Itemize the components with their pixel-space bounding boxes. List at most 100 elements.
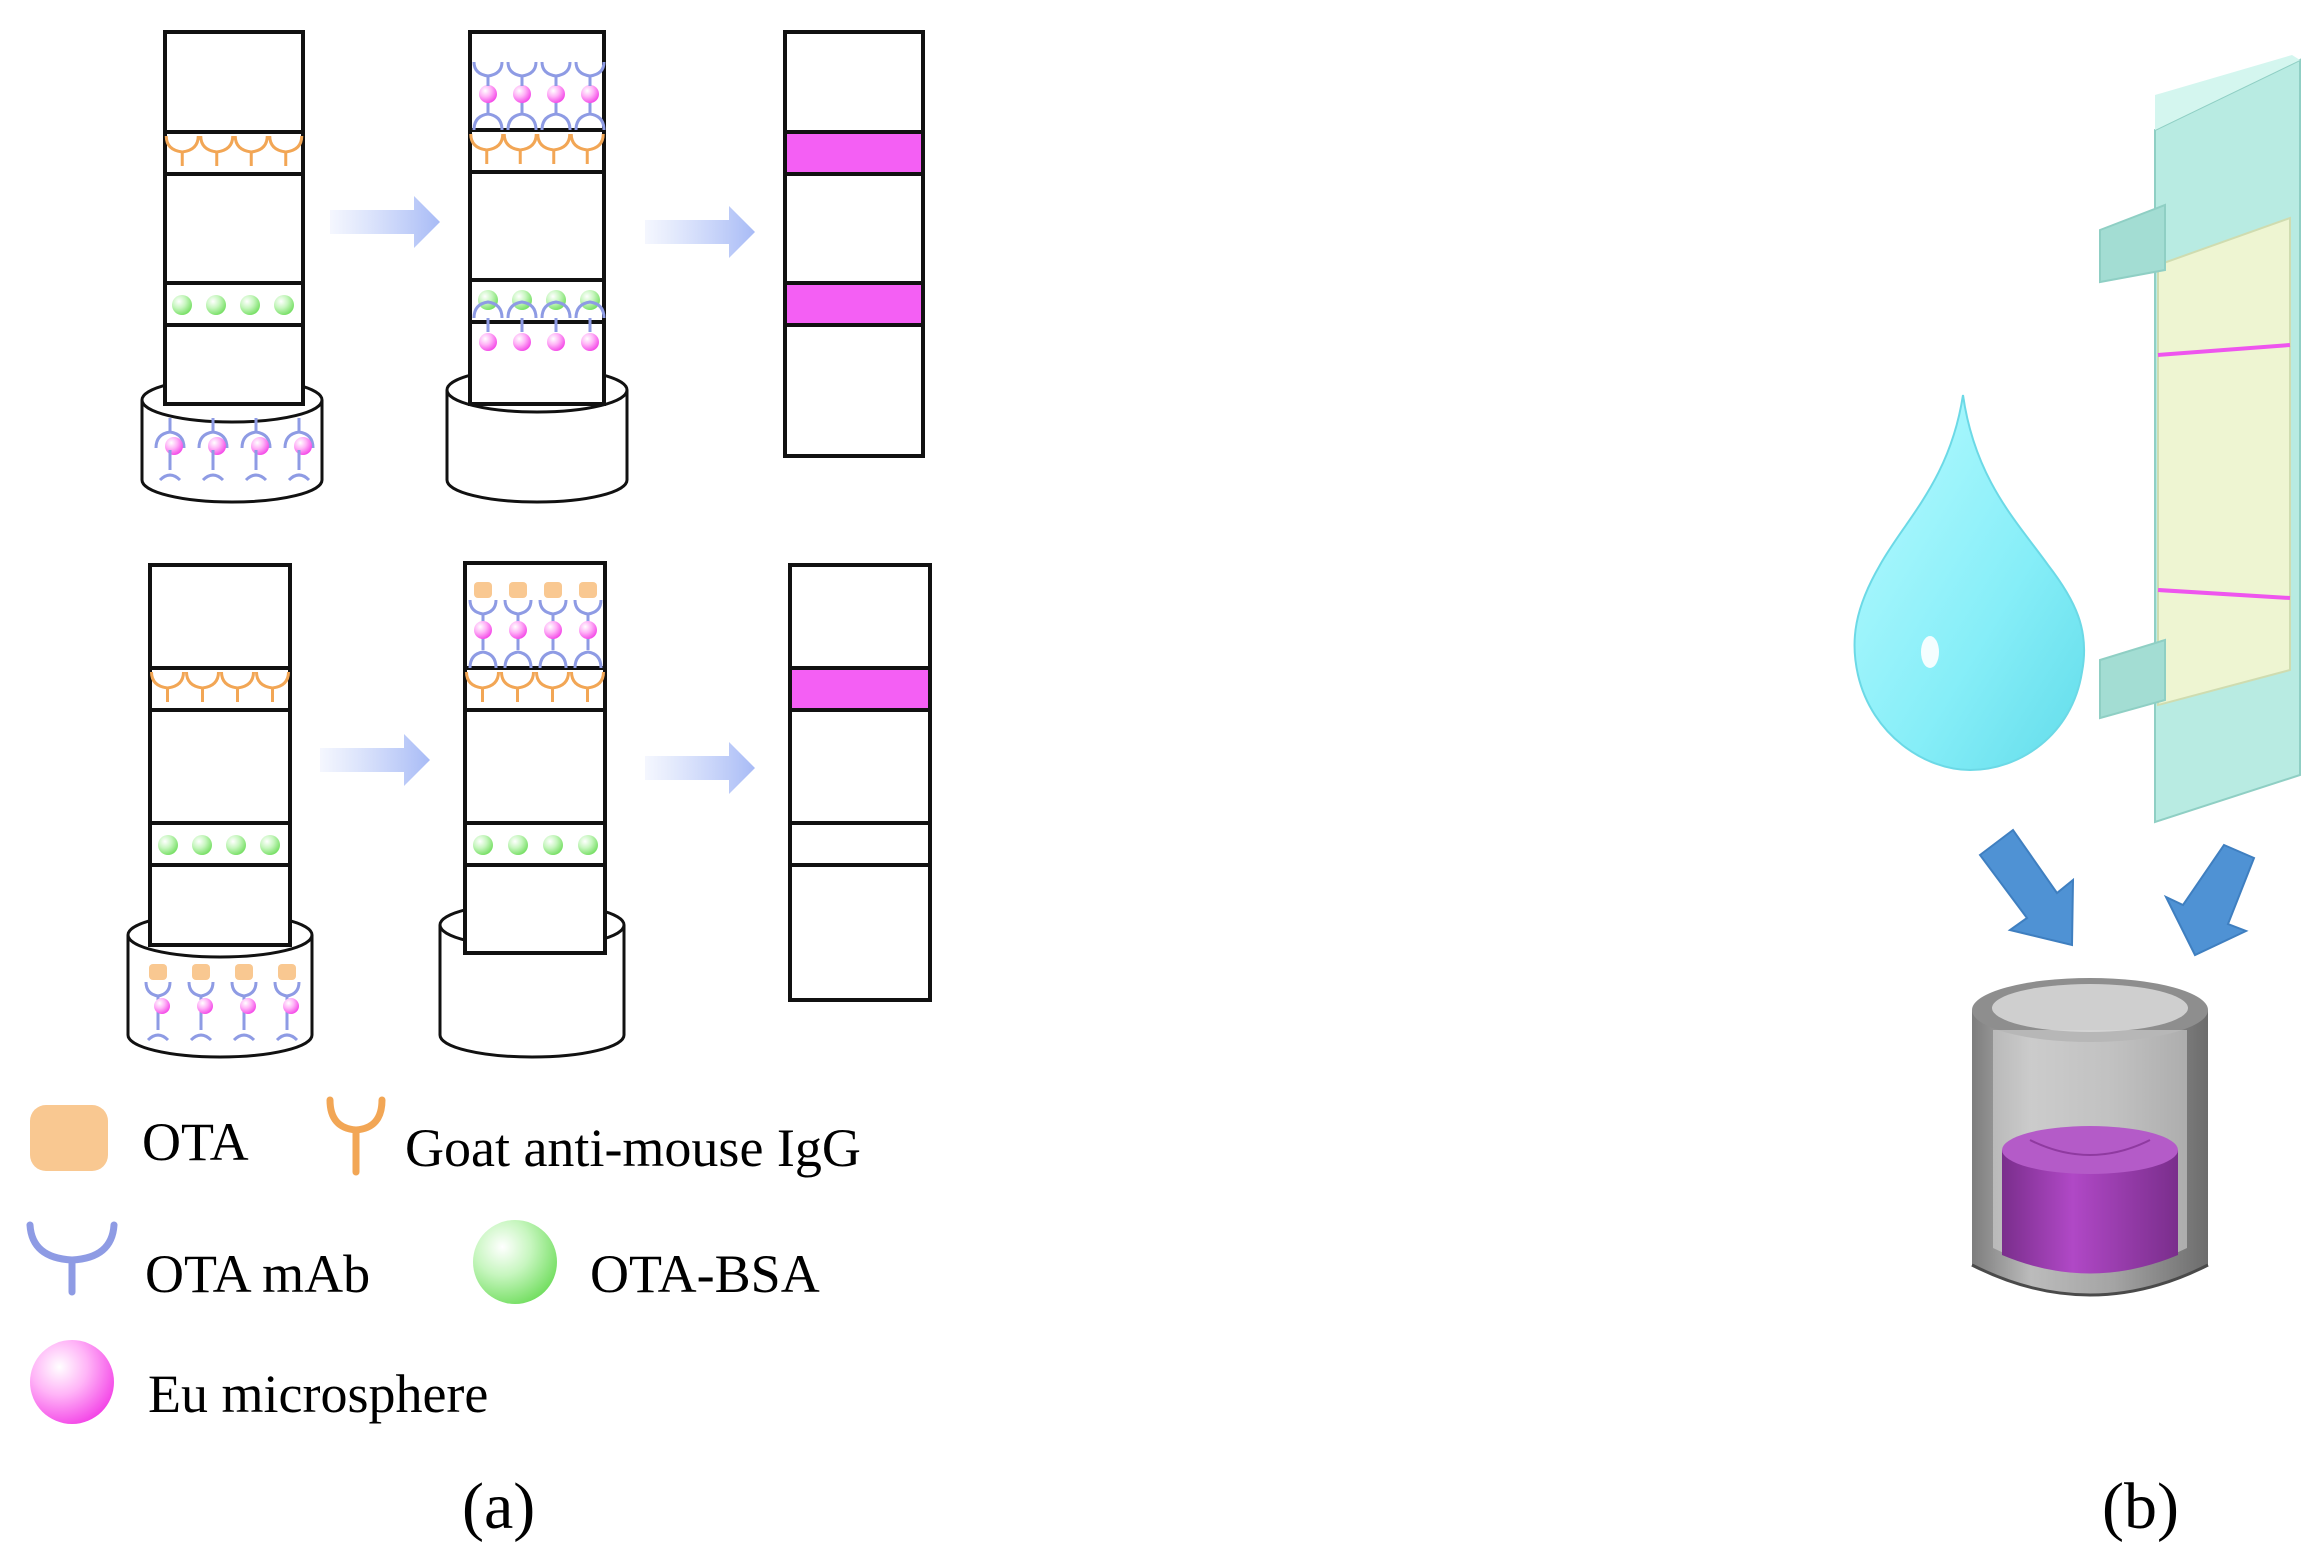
ota-bsa-icon: [512, 290, 532, 310]
strip-body: [148, 563, 292, 947]
antibody-icon: [472, 300, 504, 319]
antibody-icon: [189, 1033, 213, 1042]
antibody-icon: [232, 1033, 256, 1042]
ota-bsa-icon: [226, 835, 246, 855]
antibody-icon: [573, 650, 603, 669]
antibody-icon: [283, 430, 315, 449]
eu-microsphere-icon: [544, 621, 562, 639]
sample-well: [126, 935, 314, 1059]
ota-icon: [509, 582, 527, 598]
ota-bsa-icon: [158, 835, 178, 855]
row1-result-strip: [783, 30, 925, 458]
ota-bsa-icon: [274, 295, 294, 315]
antibody-icon: [574, 300, 606, 319]
row2-result-strip: [788, 563, 932, 1002]
antibody-icon: [146, 1033, 170, 1042]
eu-microsphere-icon: [579, 621, 597, 639]
sample-well: [445, 390, 629, 504]
ota-bsa-icon: [580, 290, 600, 310]
eu-microsphere-icon: [165, 437, 183, 455]
row1-strip1: [140, 30, 324, 504]
ota-bsa-icon: [478, 290, 498, 310]
ota-icon: [192, 964, 210, 980]
eu-microsphere-icon: [240, 998, 256, 1014]
ota-bsa-icon: [192, 835, 212, 855]
strip-body: [783, 30, 925, 458]
ota-bsa-icon: [578, 835, 598, 855]
antibody-icon: [538, 650, 568, 669]
antibody-icon: [244, 473, 268, 482]
ota-bsa-icon: [260, 835, 280, 855]
ota-mab-icon: [26, 1221, 118, 1296]
legend-ota-mab-label: OTA mAb: [145, 1244, 370, 1304]
ota-bsa-icon: [473, 835, 493, 855]
antibody-icon: [197, 430, 229, 449]
panel-b-diagram: [1853, 55, 2301, 1297]
right-arrow-icon: [645, 742, 755, 794]
strip-test-line: [2157, 588, 2291, 600]
antibody-icon: [287, 473, 311, 482]
eu-microsphere-icon: [30, 1340, 114, 1424]
cuvette-icon: [1971, 978, 2209, 1297]
strip-band: [783, 130, 925, 176]
ota-bsa-icon: [240, 295, 260, 315]
row2-strip1: [126, 563, 314, 1059]
eu-microsphere-icon: [509, 621, 527, 639]
eu-microsphere-icon: [513, 333, 531, 351]
legend-goat-igg-label: Goat anti-mouse IgG: [405, 1118, 861, 1178]
legend-ota-bsa-label: OTA-BSA: [590, 1244, 820, 1304]
eu-microsphere-icon: [283, 998, 299, 1014]
strip-body: [463, 561, 607, 955]
ota-icon: [235, 964, 253, 980]
antibody-icon: [154, 430, 186, 449]
ota-bsa-icon: [543, 835, 563, 855]
strip-band: [148, 666, 292, 712]
legend: OTA Goat anti-mouse IgG OTA mAb OTA-BSA …: [26, 1096, 861, 1424]
ota-bsa-icon: [508, 835, 528, 855]
legend-eu-microsphere-label: Eu microsphere: [148, 1364, 488, 1424]
ota-bsa-icon: [172, 295, 192, 315]
strip-band: [788, 821, 932, 867]
ota-bsa-icon: [473, 1220, 557, 1304]
eu-microsphere-icon: [547, 333, 565, 351]
ota-icon: [30, 1105, 108, 1171]
eu-microsphere-icon: [251, 437, 269, 455]
panel-a-label: (a): [462, 1470, 535, 1543]
eu-microsphere-icon: [197, 998, 213, 1014]
antibody-icon: [275, 1033, 299, 1042]
eu-microsphere-icon: [581, 333, 599, 351]
sample-well: [438, 925, 626, 1059]
row2-strip2: [438, 561, 626, 1059]
antibody-icon: [158, 473, 182, 482]
antibody-icon: [201, 473, 225, 482]
eu-microsphere-icon: [479, 85, 497, 103]
eu-microsphere-icon: [154, 998, 170, 1014]
strip-control-line: [2157, 343, 2291, 357]
eu-microsphere-icon: [474, 621, 492, 639]
ota-icon: [278, 964, 296, 980]
ota-icon: [149, 964, 167, 980]
strip-band: [788, 666, 932, 712]
droplet-icon: [1853, 394, 2086, 772]
eu-microsphere-icon: [294, 437, 312, 455]
row1-strip2: [445, 30, 629, 504]
ota-icon: [579, 582, 597, 598]
ota-bsa-icon: [546, 290, 566, 310]
ota-bsa-icon: [206, 295, 226, 315]
goat-anti-mouse-igg-icon: [326, 1096, 386, 1176]
ota-icon: [544, 582, 562, 598]
right-arrow-icon: [645, 206, 755, 258]
legend-ota-label: OTA: [142, 1112, 249, 1172]
ota-icon: [474, 582, 492, 598]
antibody-icon: [503, 650, 533, 669]
panel-a-diagram: [126, 30, 932, 1059]
eu-microsphere-icon: [513, 85, 531, 103]
panel-b-label: (b): [2102, 1470, 2179, 1543]
down-arrow-icon: [1978, 828, 2256, 957]
test-strip-icon: [2099, 55, 2301, 824]
eu-microsphere-icon: [581, 85, 599, 103]
antibody-icon: [506, 300, 538, 319]
strip-band: [783, 281, 925, 327]
antibody-icon: [540, 300, 572, 319]
